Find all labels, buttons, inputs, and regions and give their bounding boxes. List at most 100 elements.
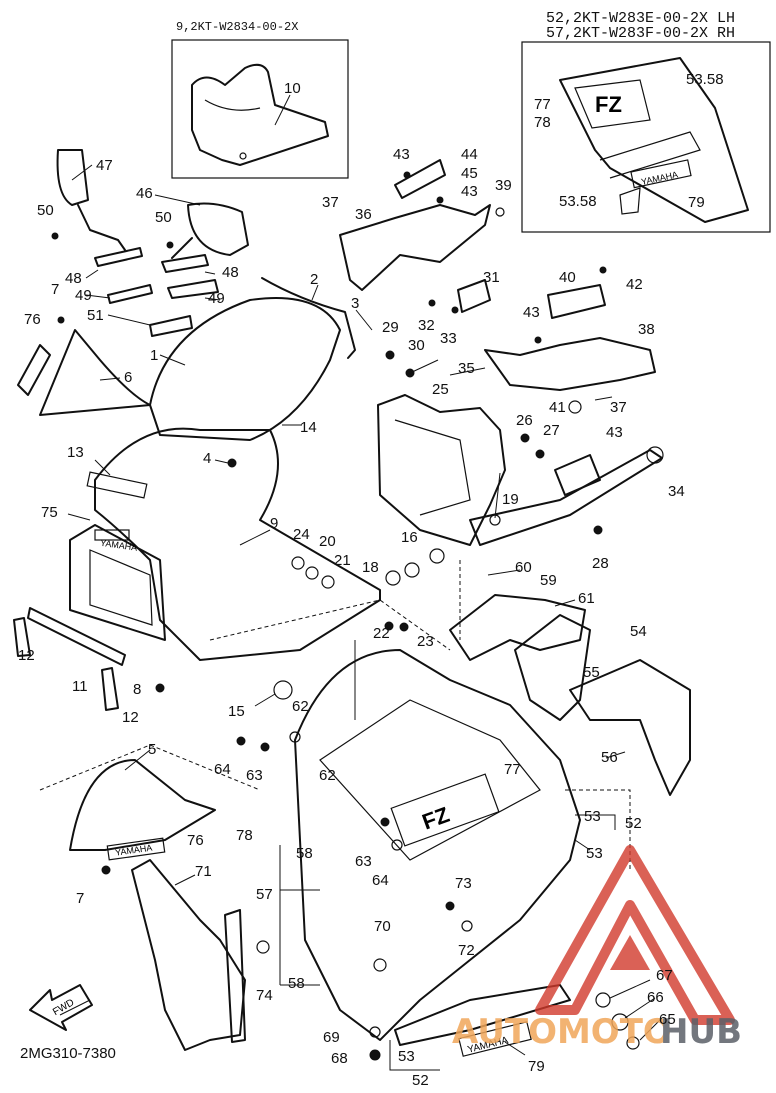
decal-yamaha-upper: YAMAHA (100, 538, 138, 553)
callout-78: 78 (236, 827, 253, 844)
callout-15: 15 (228, 703, 245, 720)
callout-53: 53 (584, 808, 601, 825)
callout-44: 44 (461, 146, 478, 163)
callout-45: 45 (461, 165, 478, 182)
callout-48: 48 (65, 270, 82, 287)
callout-56: 56 (601, 749, 618, 766)
callout-66: 66 (647, 989, 664, 1006)
callout-52b: 52 (412, 1072, 429, 1089)
callout-8: 8 (133, 681, 141, 698)
callout-62b: 62 (319, 767, 336, 784)
callout-16: 16 (401, 529, 418, 546)
callout-27: 27 (543, 422, 560, 439)
callout-48b: 48 (222, 264, 239, 281)
callout-21: 21 (334, 552, 351, 569)
callout-23: 23 (417, 633, 434, 650)
watermark-logo (535, 845, 735, 1025)
hardware-bolts (51, 171, 664, 1061)
callout-24: 24 (293, 526, 310, 543)
callout-79-inset: 79 (688, 194, 705, 211)
decal-yamaha-screen: YAMAHA (114, 843, 152, 858)
callout-12b: 12 (122, 709, 139, 726)
callout-54: 54 (630, 623, 647, 640)
callout-69: 69 (323, 1029, 340, 1046)
callout-11: 11 (72, 678, 88, 695)
leader-lines (59, 94, 661, 1071)
callout-55: 55 (583, 664, 600, 681)
callout-30: 30 (408, 337, 425, 354)
callout-5: 5 (148, 741, 156, 758)
callout-37: 37 (322, 194, 339, 211)
callout-labels: 10 47 50 46 50 48 49 48 49 51 7 76 6 43 … (18, 71, 724, 1089)
callout-1: 1 (150, 347, 158, 364)
callout-9: 9 (270, 515, 278, 532)
callout-74: 74 (256, 987, 273, 1004)
callout-12: 12 (18, 647, 35, 664)
callout-43c: 43 (523, 304, 540, 321)
callout-36: 36 (355, 206, 372, 223)
callout-7b: 7 (76, 890, 84, 907)
bracket-35-37 (484, 284, 656, 391)
callout-73: 73 (455, 875, 472, 892)
callout-25: 25 (432, 381, 449, 398)
callout-40: 40 (559, 269, 576, 286)
callout-53c: 53 (398, 1048, 415, 1065)
watermark-part2: HUB (660, 1012, 742, 1052)
callout-75: 75 (41, 504, 58, 521)
bracket-54-56 (569, 659, 691, 796)
callout-53-58b: 53.58 (559, 193, 597, 210)
callout-70: 70 (374, 918, 391, 935)
callout-39: 39 (495, 177, 512, 194)
callout-61: 61 (578, 590, 595, 607)
callout-29: 29 (382, 319, 399, 336)
callout-50: 50 (37, 202, 54, 219)
watermark-text: AUTOMOTO HUB (452, 1012, 742, 1052)
callout-53b: 53 (586, 845, 603, 862)
callout-76: 76 (24, 311, 41, 328)
callout-51: 51 (87, 307, 104, 324)
callout-19: 19 (502, 491, 519, 508)
callout-10: 10 (284, 80, 301, 97)
callout-20: 20 (319, 533, 336, 550)
panel-71 (131, 859, 246, 1051)
callout-52: 52 (625, 815, 642, 832)
callout-43d: 43 (606, 424, 623, 441)
callout-62: 62 (292, 698, 309, 715)
inset-right-line2: 57,2KT-W283F-00-2X RH (546, 25, 735, 42)
callout-63: 63 (246, 767, 263, 784)
callout-64: 64 (214, 761, 231, 778)
callout-37b: 37 (610, 399, 627, 416)
callout-4: 4 (203, 450, 211, 467)
callout-64b: 64 (372, 872, 389, 889)
callout-49b: 49 (208, 290, 225, 307)
callout-34: 34 (668, 483, 685, 500)
diagram-code: 2MG310-7380 (20, 1045, 116, 1062)
fwd-arrow: FWD (29, 984, 93, 1031)
decal-yamaha-inset: YAMAHA (640, 169, 679, 187)
decal-fz-lower: FZ (419, 802, 453, 835)
bracket-59-61 (449, 594, 591, 721)
callout-28: 28 (592, 555, 609, 572)
cowling-stays-11-12 (13, 607, 126, 711)
watermark-part1: AUTOMOTO (452, 1012, 672, 1052)
callout-57: 57 (256, 886, 273, 903)
callout-47: 47 (96, 157, 113, 174)
windscreen-1 (149, 277, 356, 441)
callout-46: 46 (136, 185, 153, 202)
callout-3: 3 (351, 295, 359, 312)
mirror-left-47 (56, 149, 126, 251)
callout-77-inset: 77 (534, 96, 551, 113)
callout-58: 58 (296, 845, 313, 862)
callout-13: 13 (67, 444, 84, 461)
callout-6: 6 (124, 369, 132, 386)
callout-26: 26 (516, 412, 533, 429)
lower-windscreen-5 (69, 759, 216, 861)
callout-71: 71 (195, 863, 212, 880)
callout-22: 22 (373, 625, 390, 642)
callout-72: 72 (458, 942, 475, 959)
callout-42: 42 (626, 276, 643, 293)
mirror-right-46 (171, 202, 249, 259)
callout-14: 14 (300, 419, 317, 436)
callout-58b: 58 (288, 975, 305, 992)
callout-49: 49 (75, 287, 92, 304)
